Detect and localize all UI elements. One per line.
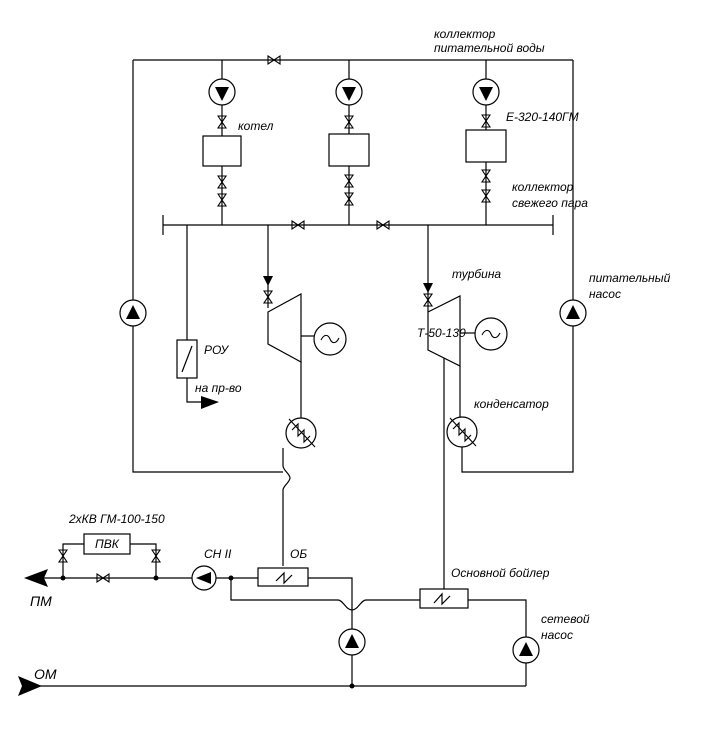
network-water-system [18,533,540,696]
main-boiler-exchanger [419,588,469,609]
boiler-unit-3 [465,60,507,225]
label-boiler: котел [238,119,274,133]
label-feedwater-collector-2: питательной воды [434,41,545,55]
pump-icon[interactable] [119,299,147,327]
label-network-pump: сетевой [541,612,590,626]
boiler-unit-2 [328,60,370,225]
label-pvk-model: 2хКВ ГМ-100-150 [68,512,165,526]
label-feed-pump-2: насос [589,287,621,301]
pump-icon[interactable] [208,78,236,106]
boiler-box [328,133,370,167]
generator-icon [474,317,508,351]
label-om: ОМ [34,666,57,682]
label-feed-pump: питательный [589,271,671,285]
pump-icon[interactable] [191,565,217,591]
label-ob: ОБ [290,547,307,561]
boiler-box [202,135,242,167]
turbine-1 [263,225,347,566]
steam-collector [162,215,554,235]
left-feedwater-line [119,60,283,473]
boiler-box [465,129,507,163]
turbine-2 [423,225,508,589]
label-steam-collector-2: свежего пара [512,196,588,210]
label-steam-collector: коллектор [512,180,574,194]
heat-exchanger-icon [446,416,478,448]
label-boiler-model: Е-320-140ГМ [506,110,579,124]
turbine-body [267,292,302,364]
heat-exchanger-icon [285,417,317,449]
pump-icon[interactable] [338,628,366,656]
label-to-production: на пр-во [195,381,242,395]
label-feedwater-collector: коллектор [434,27,496,41]
pump-icon[interactable] [472,78,500,106]
flow-arrow-icon [18,676,42,696]
label-condenser: конденсатор [474,397,549,411]
generator-icon [313,322,347,356]
label-turbine-model: Т-50-130 [417,326,466,340]
ob-exchanger [257,567,309,587]
flow-arrow-icon [201,396,219,409]
label-sn2: СН II [204,547,232,561]
right-feedwater-line [461,60,587,473]
pump-icon[interactable] [335,78,363,106]
boiler-unit-1 [202,60,242,225]
rou-line [176,225,219,409]
label-network-pump-2: насос [541,628,573,642]
label-pm: ПМ [30,593,52,609]
label-turbine: турбина [452,267,501,281]
feedwater-collector [133,55,573,65]
label-pvk: ПВК [95,537,120,551]
label-main-boiler: Основной бойлер [451,566,550,580]
flow-arrow-icon [24,569,48,587]
feed-pump-icon[interactable] [559,299,587,327]
network-pump-icon[interactable] [512,636,540,664]
label-rou: РОУ [204,343,230,357]
